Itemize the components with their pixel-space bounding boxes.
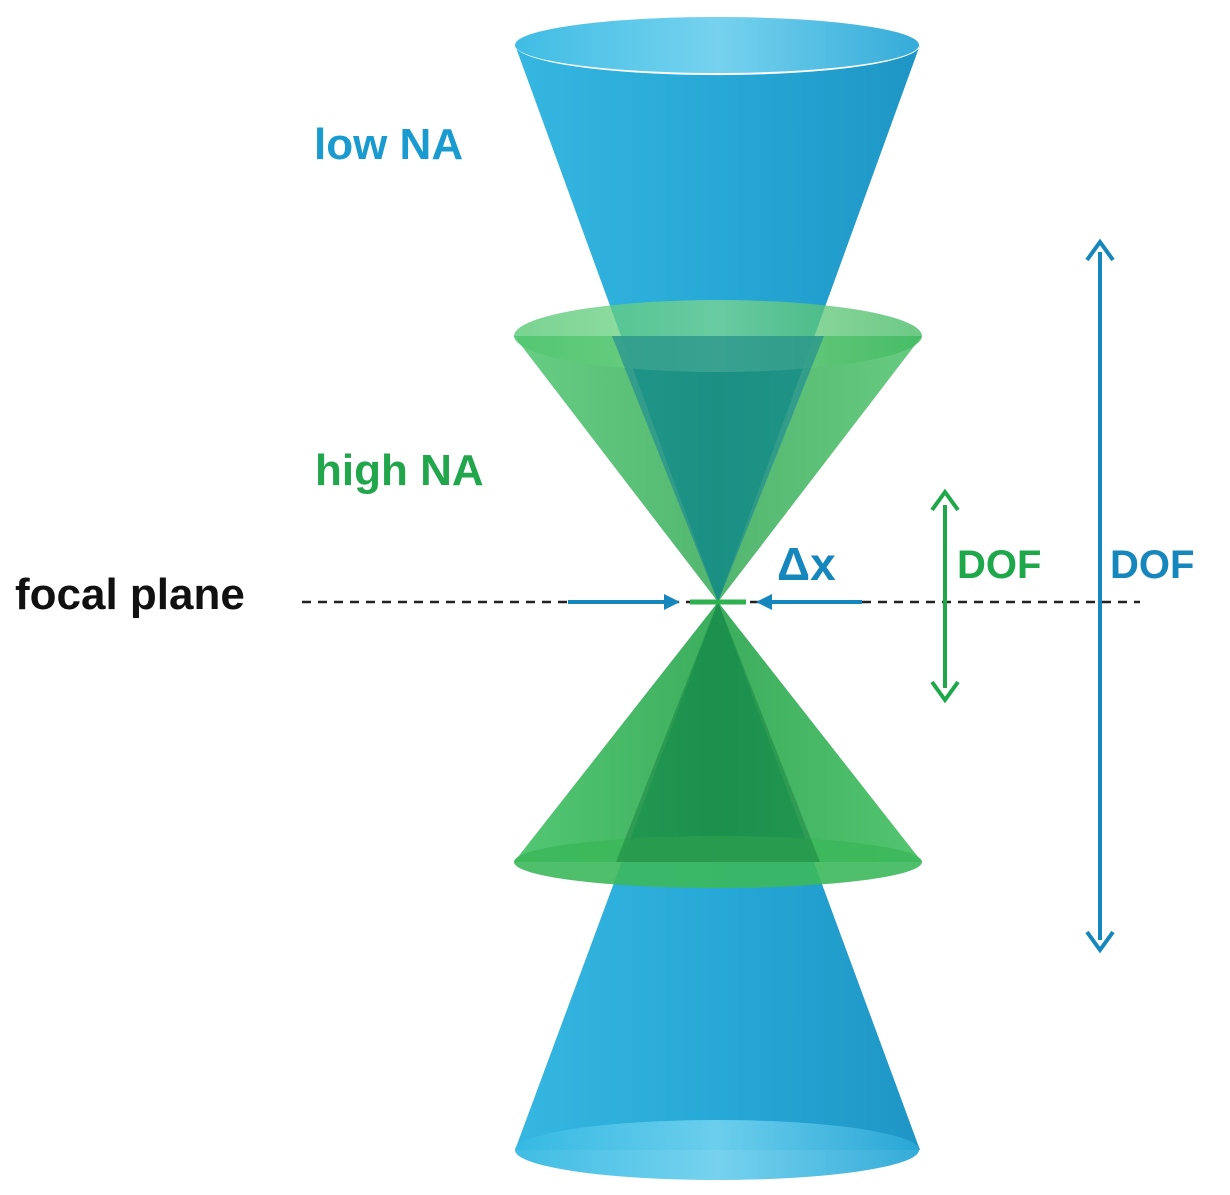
dof-high-na-arrow-icon (930, 488, 960, 704)
high-na-cone-bottom (514, 602, 922, 888)
dof-high-na-label: DOF (957, 543, 1041, 587)
high-na-label: high NA (315, 446, 484, 495)
delta-x-label: Δx (777, 538, 836, 590)
overlap-bottom (616, 602, 820, 862)
low-na-label: low NA (314, 120, 463, 169)
dof-low-na-arrow-icon (1085, 238, 1115, 954)
dof-low-na-label: DOF (1110, 543, 1194, 587)
delta-x-arrows-icon (568, 594, 862, 610)
focal-plane-label: focal plane (15, 570, 245, 619)
overlap-top (612, 336, 824, 602)
